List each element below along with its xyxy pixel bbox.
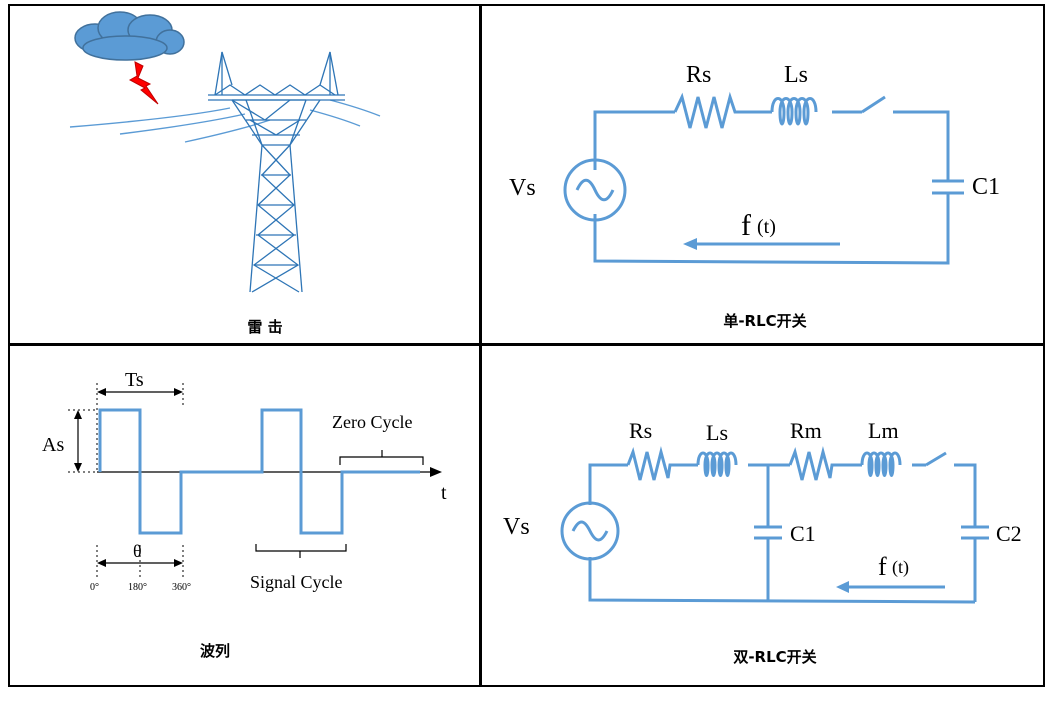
capacitor-c2 (961, 525, 989, 540)
wire-top-left (593, 110, 675, 170)
label-c1-double: C1 (790, 521, 816, 546)
label-rs-single: Rs (686, 62, 711, 88)
inductor-ls (770, 97, 862, 126)
label-f-single: f (741, 209, 751, 242)
label-t-axis: t (441, 482, 447, 504)
resistor-rs (673, 91, 772, 129)
wire-bottom (593, 193, 950, 265)
caption-pulse: 波列 (199, 642, 230, 660)
label-t-single: (t) (757, 216, 776, 238)
resistor-rm (788, 446, 862, 481)
label-lm: Lm (868, 418, 899, 443)
cloud-icon (74, 11, 185, 61)
ac-source-icon (563, 158, 627, 222)
tower-icon (208, 51, 345, 293)
as-dimension (74, 410, 82, 472)
wire-top-left-double (588, 463, 628, 505)
grid-divider-horizontal (8, 343, 1045, 346)
label-zero-cycle: Zero Cycle (332, 412, 412, 432)
wire-bottom-double (588, 557, 976, 604)
lightning-panel (69, 11, 381, 293)
label-vs-single: Vs (509, 175, 536, 201)
theta-dimension (97, 559, 183, 567)
label-signal-cycle: Signal Cycle (250, 572, 343, 592)
label-deg0: 0° (90, 582, 99, 593)
label-vs-double: Vs (503, 514, 530, 540)
capacitor-c1-double (754, 525, 782, 540)
wire-top-right (893, 110, 950, 181)
label-c1-single: C1 (972, 174, 1000, 200)
ts-dimension (97, 388, 183, 396)
signal-cycle-brace (255, 544, 347, 558)
inductor-lm (860, 451, 926, 477)
capacitor-c1-single (932, 179, 964, 195)
single-rlc-circuit: Rs Ls Vs C1 f (t) (509, 62, 1000, 265)
label-ts: Ts (125, 369, 144, 391)
dashed-guides (68, 383, 184, 578)
label-f-double: f (878, 552, 887, 581)
wire-top-right-double (954, 463, 977, 527)
double-rlc-circuit: Rs Ls Rm Lm Vs C1 C2 f (t) (503, 418, 1022, 604)
label-t-double: (t) (892, 557, 909, 578)
label-c2: C2 (996, 521, 1022, 546)
caption-single-rlc: 单-RLC开关 (723, 312, 807, 330)
zero-cycle-brace (339, 450, 424, 465)
caption-lightning: 雷 击 (247, 318, 283, 336)
pulse-signal (98, 408, 420, 535)
current-arrow-double (836, 581, 945, 593)
lightning-bolt-icon (128, 61, 159, 105)
pulse-waveform-panel: Ts As t θ 0° 180° 360° Zero Cycle Signal… (42, 369, 447, 593)
inductor-ls-double (696, 451, 790, 477)
switch-single (861, 95, 886, 114)
label-rm: Rm (790, 418, 822, 443)
switch-double (925, 451, 947, 467)
label-ls-single: Ls (784, 62, 808, 88)
ac-source-icon-double (560, 501, 620, 561)
time-axis-arrowhead (430, 467, 442, 477)
label-as: As (42, 434, 64, 456)
current-arrow-single (683, 238, 840, 250)
caption-double-rlc: 双-RLC开关 (733, 648, 817, 666)
label-rs-double: Rs (629, 418, 652, 443)
resistor-rs-double (626, 446, 698, 481)
label-ls-double: Ls (706, 420, 728, 445)
label-deg180: 180° (128, 582, 147, 593)
label-theta: θ (133, 541, 142, 561)
label-deg360: 360° (172, 582, 191, 593)
transmission-lines (69, 99, 381, 143)
